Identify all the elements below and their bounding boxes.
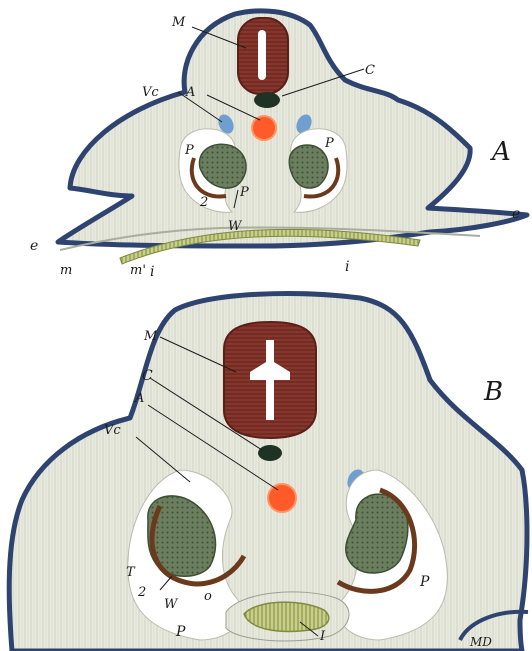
panel-b-neural-tube (224, 322, 316, 438)
panel-b-label-vc: Vc (104, 423, 121, 438)
panel-b-letter: B (483, 377, 503, 407)
panel-a-label-p-right: P (324, 136, 334, 151)
panel-a-body-outline (58, 11, 527, 246)
panel-a-label-c: C (365, 63, 375, 78)
panel-b-label-t: T (126, 565, 136, 580)
panel-b-notochord (258, 445, 282, 461)
panel-b-label-m: M (143, 329, 158, 344)
panel-a: M C A Vc P P P 2 W e e m m' i i A (30, 11, 527, 280)
panel-b-label-md: MD (469, 635, 492, 649)
panel-b-label-p-left: P (175, 624, 186, 640)
panel-a-label-w: W (228, 219, 243, 234)
panel-a-label-m-prime: m' (130, 263, 146, 278)
panel-b-label-w: W (164, 597, 179, 612)
panel-b-label-p-right: P (419, 574, 430, 590)
panel-b-label-c: C (142, 368, 153, 384)
panel-b-label-a: A (134, 391, 144, 406)
panel-b-intestine (226, 592, 349, 641)
panel-a-label-p-left: P (184, 143, 194, 158)
panel-a-label-m: M (171, 15, 186, 30)
panel-a-label-i-right: i (345, 259, 349, 275)
panel-a-notochord (254, 92, 280, 108)
panel-a-label-e-left: e (30, 238, 38, 254)
panel-a-label-2: 2 (199, 195, 208, 210)
panel-b-label-i: I (319, 629, 326, 644)
panel-b-label-o: o (204, 589, 212, 604)
panel-a-aorta (252, 116, 276, 140)
panel-b-aorta (268, 484, 296, 512)
panel-a-neural-tube (238, 18, 288, 94)
panel-b-label-2: 2 (137, 585, 146, 600)
panel-a-label-a: A (185, 85, 195, 100)
panel-a-label-m-left: m (60, 263, 72, 278)
panel-a-label-p-mid: P (239, 185, 249, 200)
panel-a-label-e-right: e (512, 206, 520, 222)
panel-a-label-vc: Vc (142, 85, 159, 100)
panel-a-label-i-left: i (150, 264, 154, 280)
panel-b: M C A Vc T 2 W o P P I MD B (9, 294, 528, 651)
panel-a-letter: A (490, 137, 511, 167)
